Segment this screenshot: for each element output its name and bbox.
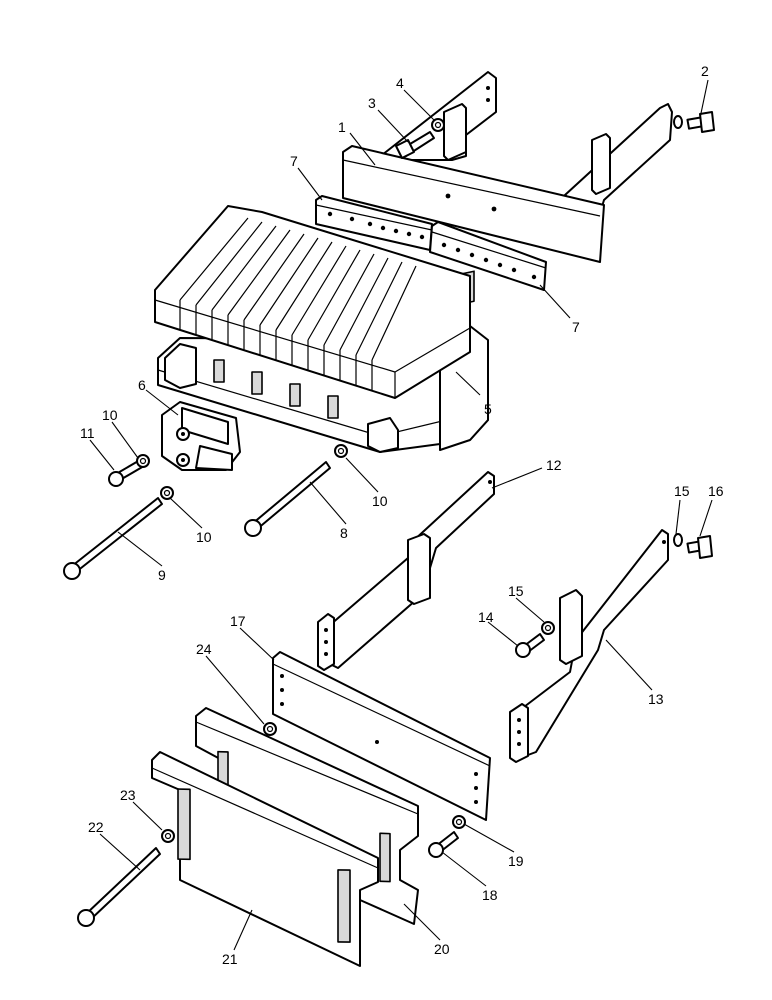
callout-7b: 7: [572, 319, 580, 335]
washer-23: [161, 829, 175, 843]
bolt-16: [686, 535, 713, 559]
callout-3: 3: [368, 95, 376, 111]
callout-2: 2: [701, 63, 709, 79]
callout-10b: 10: [372, 493, 388, 509]
callout-11: 11: [80, 425, 95, 441]
callout-22: 22: [88, 819, 104, 835]
callout-12: 12: [546, 457, 562, 473]
part-weight-stack: [154, 205, 489, 453]
callout-17: 17: [230, 613, 246, 629]
washer-15a: [673, 533, 683, 547]
callout-21: 21: [222, 951, 238, 967]
washer-24: [263, 722, 277, 736]
washer-15b: [541, 621, 555, 635]
callout-16: 16: [708, 483, 724, 499]
callout-15b: 15: [674, 483, 690, 499]
washer-4: [431, 118, 445, 132]
callout-labels: 1 2 3 4 5 6 7 7 8 9 10 10 10 11 12 13 14…: [80, 63, 724, 967]
callout-10a: 10: [102, 407, 118, 423]
washer-19: [452, 815, 466, 829]
washer-10a: [136, 454, 150, 468]
rod-22: [77, 847, 161, 927]
callout-23: 23: [120, 787, 136, 803]
washer-10c: [334, 444, 348, 458]
part-plate-17: [272, 651, 491, 821]
part-drilled-bars: [315, 195, 547, 291]
callout-6: 6: [138, 377, 146, 393]
callout-13: 13: [648, 691, 664, 707]
bolt-14: [515, 633, 545, 658]
bolt-2: [686, 111, 715, 133]
callout-10c: 10: [196, 529, 212, 545]
callout-7a: 7: [290, 153, 298, 169]
callout-15a: 15: [508, 583, 524, 599]
callout-4: 4: [396, 75, 404, 91]
callout-5: 5: [484, 401, 492, 417]
callout-18: 18: [482, 887, 498, 903]
callout-19: 19: [508, 853, 524, 869]
callout-8: 8: [340, 525, 348, 541]
rod-9: [63, 497, 163, 580]
leader-lines: [89, 79, 713, 951]
bolt-18: [428, 831, 459, 858]
part-side-arm-13: [509, 529, 669, 763]
part-hitch-bracket: [161, 401, 241, 471]
callout-20: 20: [434, 941, 450, 957]
part-frame-bracket: [342, 71, 673, 263]
callout-1: 1: [338, 119, 346, 135]
bolt-3: [395, 131, 435, 159]
bolt-11: [108, 459, 145, 487]
washer-10b: [160, 486, 174, 500]
washer-4b: [673, 115, 683, 129]
part-side-arm-12: [317, 471, 495, 671]
callout-24: 24: [196, 641, 212, 657]
callout-9: 9: [158, 567, 166, 583]
rod-8: [244, 461, 331, 537]
part-weight-plate-21: [151, 751, 379, 967]
callout-14: 14: [478, 609, 494, 625]
